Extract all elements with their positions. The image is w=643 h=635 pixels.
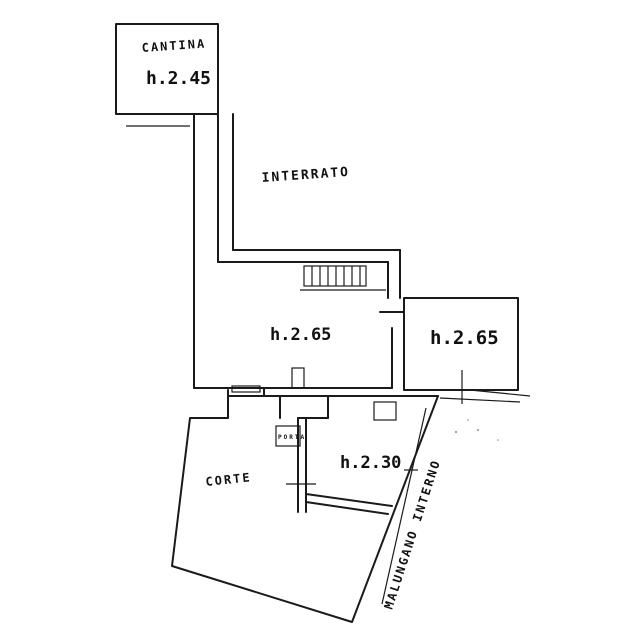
room-right-height: h.2.65 (430, 327, 499, 349)
cantina-height: h.2.45 (146, 68, 211, 89)
room-left: h.2.65 (193, 249, 405, 389)
cantina-room: CANTINA h.2.45 (115, 23, 219, 127)
porta-label: PORTA (278, 434, 306, 441)
room-right: h.2.65 (403, 297, 531, 404)
corte-label: CORTE (205, 470, 252, 489)
scan-noise (455, 419, 499, 441)
passage-label-group: MALUNGANO INTERNO (382, 457, 444, 610)
cantina-label: CANTINA (141, 37, 206, 55)
stairs (300, 265, 386, 291)
room-left-height: h.2.65 (270, 325, 331, 345)
room-center-height: h.2.30 (340, 453, 401, 473)
passage-label: MALUNGANO INTERNO (382, 457, 444, 610)
interrato-label: INTERRATO (261, 165, 350, 186)
corridor (193, 113, 401, 389)
lower-block: PORTA CORTE h.2.30 (171, 385, 439, 623)
